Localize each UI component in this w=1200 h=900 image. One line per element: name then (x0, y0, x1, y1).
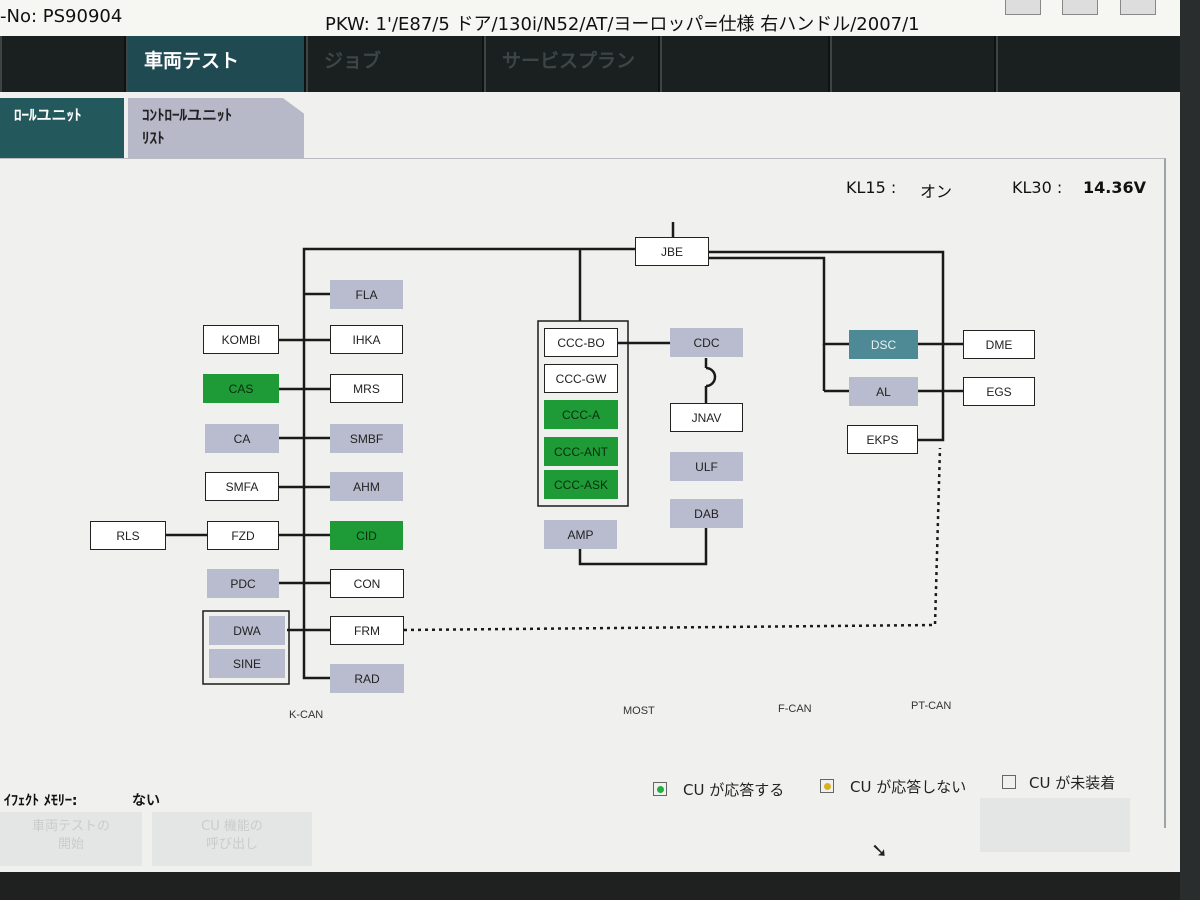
legend-not-installed: CU が未装着 (1029, 774, 1116, 792)
ecu-egs[interactable]: EGS (963, 377, 1035, 406)
legend-responds-swatch (653, 782, 667, 796)
k-can-trunk (302, 247, 635, 680)
legend-no-response: CU が応答しない (850, 778, 967, 796)
start-vehicle-test-button[interactable]: 車両テストの 開始 (0, 812, 142, 866)
ecu-rad[interactable]: RAD (330, 664, 404, 693)
ecu-con[interactable]: CON (330, 569, 404, 598)
button-label: CU 機能の (201, 819, 263, 834)
call-cu-function-button[interactable]: CU 機能の 呼び出し (152, 812, 312, 866)
ecu-fla[interactable]: FLA (330, 280, 403, 309)
legend-not-installed-swatch (1002, 775, 1016, 789)
window-button[interactable] (1062, 0, 1098, 15)
title-bar: -No: PS90904 PKW: 1'/E87/5 ドア/130i/N52/A… (0, 0, 1200, 37)
ecu-al[interactable]: AL (849, 377, 918, 406)
tab-service-plan[interactable]: サービスプラン (484, 36, 658, 92)
button-label: 開始 (57, 837, 84, 852)
pt-can-trunk (709, 250, 945, 442)
ecu-ca[interactable]: CA (205, 424, 279, 453)
tab-vehicle-test[interactable]: 車両テスト (126, 36, 304, 92)
diagram-frame (0, 158, 1166, 828)
ccc-group-box (537, 320, 629, 507)
subtab-label: ｺﾝﾄﾛｰﾙユニｯﾄ (142, 106, 233, 124)
tab-control-unit-tree[interactable]: ﾛｰﾙユニｯﾄ (0, 98, 124, 158)
ecu-kombi[interactable]: KOMBI (203, 325, 279, 354)
ecu-dwa[interactable]: DWA (209, 616, 285, 645)
nav-tab[interactable] (830, 36, 994, 92)
ecu-ccc-ask[interactable]: CCC-ASK (544, 470, 618, 499)
wire (578, 528, 708, 566)
ecu-fzd[interactable]: FZD (207, 521, 279, 550)
kl15-label: KL15 : (846, 178, 897, 197)
bus-label-fcan: F-CAN (778, 703, 812, 715)
ecu-frm[interactable]: FRM (330, 616, 404, 645)
ecu-dab[interactable]: DAB (670, 499, 743, 528)
ecu-ekps[interactable]: EKPS (847, 425, 918, 454)
ecu-dsc[interactable]: DSC (849, 330, 918, 359)
kl30-value: 14.36V (1083, 178, 1146, 197)
legend-responds: CU が応答する (683, 781, 785, 799)
ecu-ccc-bo[interactable]: CCC-BO (544, 328, 618, 357)
ecu-jnav[interactable]: JNAV (670, 403, 743, 432)
sub-tabs: ﾛｰﾙユニｯﾄ ｺﾝﾄﾛｰﾙユニｯﾄ ﾘｽﾄ (0, 92, 1200, 158)
ecu-dme[interactable]: DME (963, 330, 1035, 359)
bus-label-ptcan: PT-CAN (911, 700, 952, 712)
fault-memory-value: ない (132, 793, 160, 809)
dashed-wire (403, 447, 942, 632)
ecu-ulf[interactable]: ULF (670, 452, 743, 481)
button-label: 呼び出し (205, 837, 258, 852)
window-button[interactable] (1120, 0, 1156, 15)
ecu-sine[interactable]: SINE (209, 649, 285, 678)
wire-jumper (705, 366, 717, 388)
main-nav: 車両テスト ジョブ サービスプラン (0, 36, 1200, 92)
ecu-smfa[interactable]: SMFA (205, 472, 279, 501)
fault-memory-label: ｲﾌｪｸﾄ ﾒﾓﾘｰ: (4, 793, 78, 809)
ecu-ihka[interactable]: IHKA (330, 325, 403, 354)
legend-no-response-swatch (820, 779, 834, 793)
vehicle-info: PKW: 1'/E87/5 ドア/130i/N52/AT/ヨーロッパ=仕様 右ハ… (325, 14, 920, 35)
nav-tab[interactable] (996, 36, 1200, 92)
ecu-cdc[interactable]: CDC (670, 328, 743, 357)
ecu-jbe[interactable]: JBE (635, 237, 709, 266)
monitor-bezel (0, 872, 1200, 900)
dwa-sine-group-box (202, 610, 290, 685)
ecu-pdc[interactable]: PDC (207, 569, 279, 598)
ecu-smbf[interactable]: SMBF (330, 424, 403, 453)
subtab-label: ﾘｽﾄ (142, 129, 165, 147)
tab-control-unit-list[interactable]: ｺﾝﾄﾛｰﾙユニｯﾄ ﾘｽﾄ (128, 98, 304, 158)
ecu-ccc-gw[interactable]: CCC-GW (544, 364, 618, 393)
ecu-ccc-ant[interactable]: CCC-ANT (544, 437, 618, 466)
ecu-mrs[interactable]: MRS (330, 374, 403, 403)
ecu-rls[interactable]: RLS (90, 521, 166, 550)
f-can-trunk (709, 256, 849, 346)
kl30-label: KL30 : (1012, 178, 1063, 197)
monitor-bezel-right (1180, 0, 1200, 900)
ecu-cid[interactable]: CID (330, 521, 403, 550)
subtab-label: ﾛｰﾙユニｯﾄ (14, 106, 82, 124)
disabled-button[interactable] (980, 798, 1130, 852)
button-label: 車両テストの (31, 819, 110, 834)
kl15-value: オン (920, 182, 953, 201)
tab-jobs[interactable]: ジョブ (306, 36, 482, 92)
ecu-amp[interactable]: AMP (544, 520, 617, 549)
mouse-cursor-icon: ➘ (871, 838, 888, 862)
nav-tab[interactable] (660, 36, 828, 92)
ecu-ccc-a[interactable]: CCC-A (544, 400, 618, 429)
ecu-ahm[interactable]: AHM (330, 472, 403, 501)
nav-tab[interactable] (0, 36, 124, 92)
ecu-cas[interactable]: CAS (203, 374, 279, 403)
bus-label-most: MOST (623, 705, 655, 717)
window-button[interactable] (1005, 0, 1041, 15)
order-number: -No: PS90904 (0, 6, 123, 27)
bus-label-kcan: K-CAN (289, 709, 324, 721)
